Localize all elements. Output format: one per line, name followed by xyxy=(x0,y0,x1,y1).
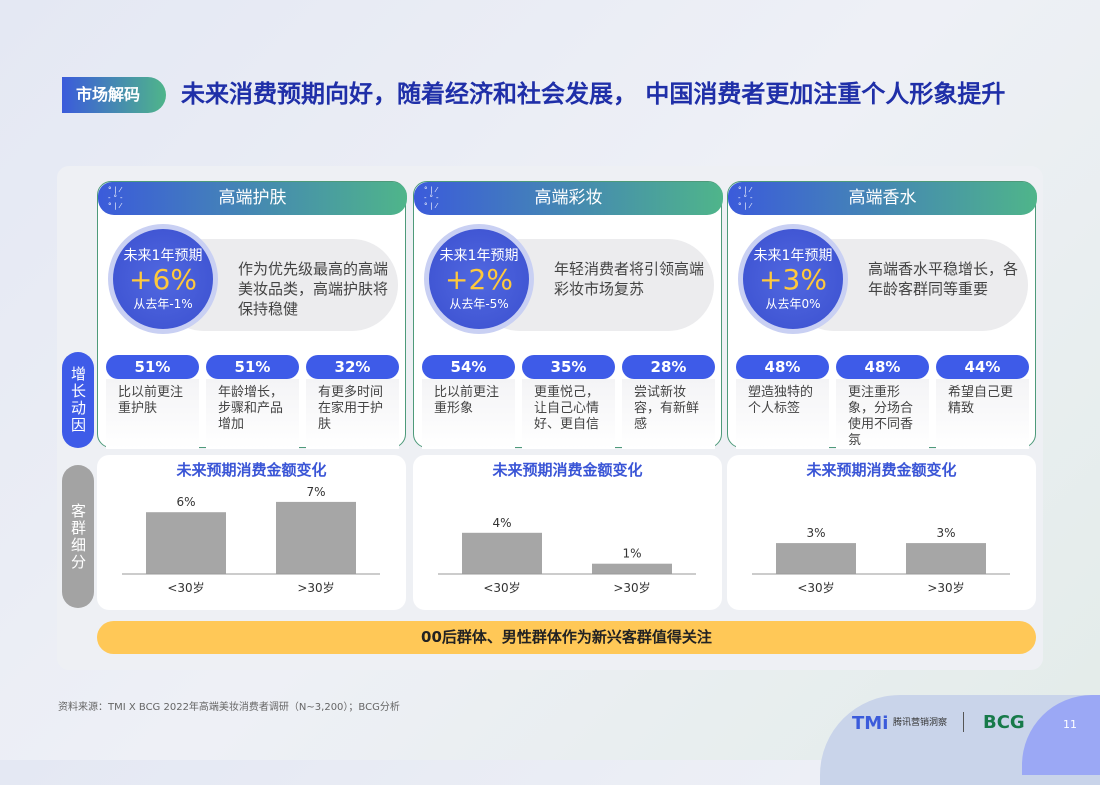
driver-text: 更注重形象，分场合使用不同香氛 xyxy=(836,379,929,449)
chart-title: 未来预期消费金额变化 xyxy=(492,461,643,479)
driver-percent: 32% xyxy=(306,355,399,379)
bar-value-label: 7% xyxy=(306,485,325,499)
forecast-label: 未来1年预期 xyxy=(439,248,519,264)
bar-value-label: 4% xyxy=(492,516,511,530)
bar xyxy=(146,512,226,574)
bcg-logo: BCG xyxy=(983,712,1025,733)
x-tick-label: <30岁 xyxy=(797,580,834,595)
category-header: °|⁄-°-°|⁄ 高端护肤 xyxy=(98,182,407,215)
bar-chart: 4% <30岁 1% >30岁 xyxy=(438,516,696,595)
bar-value-label: 1% xyxy=(622,547,641,561)
driver-text: 更重悦己，让自己心情好、更自信 xyxy=(522,379,615,449)
driver-item: 48% 塑造独特的个人标签 xyxy=(736,355,829,449)
driver-text: 比以前更注重护肤 xyxy=(106,379,199,449)
source-note: 资料来源：TMI X BCG 2022年高端美妆消费者调研（N~3,200）；B… xyxy=(58,702,400,713)
section-tag: 市场解码 xyxy=(62,77,166,113)
driver-percent: 48% xyxy=(836,355,929,379)
x-tick-label: >30岁 xyxy=(613,580,650,595)
forecast-label: 未来1年预期 xyxy=(123,248,203,264)
driver-percent: 51% xyxy=(106,355,199,379)
driver-text: 比以前更注重形象 xyxy=(422,379,515,449)
forecast-value: +3% xyxy=(759,263,827,296)
bar xyxy=(906,543,986,574)
driver-text: 尝试新妆容，有新鲜感 xyxy=(622,379,715,449)
drivers-label: 增长动因 xyxy=(62,352,94,448)
forecast-circle: 未来1年预期 +3% 从去年0% xyxy=(738,224,848,334)
bar-chart: 6% <30岁 7% >30岁 xyxy=(122,485,380,595)
driver-item: 28% 尝试新妆容，有新鲜感 xyxy=(622,355,715,449)
forecast-label: 未来1年预期 xyxy=(753,248,833,264)
forecast-circle: 未来1年预期 +6% 从去年-1% xyxy=(108,224,218,334)
driver-text: 塑造独特的个人标签 xyxy=(736,379,829,449)
bar-value-label: 6% xyxy=(176,495,195,509)
category-name: 高端香水 xyxy=(848,188,917,208)
tmi-logo: TMi xyxy=(852,713,889,734)
category-header: °|⁄-°-°|⁄ 高端彩妆 xyxy=(414,182,723,215)
tmi-logo-subtitle: 腾讯营销洞察 xyxy=(893,718,948,728)
spend-chart-card: 未来预期消费金额变化 6% <30岁 7% >30岁 xyxy=(97,455,406,610)
last-year-value: 从去年-1% xyxy=(133,297,193,311)
category-header: °|⁄-°-°|⁄ 高端香水 xyxy=(728,182,1037,215)
category-card: °|⁄-°-°|⁄ 高端香水 高端香水平稳增长，各年龄客群同等重要 未来1年预期 … xyxy=(727,181,1037,449)
driver-percent: 28% xyxy=(622,355,715,379)
grid-dots-icon: °|⁄-°-°|⁄ xyxy=(108,186,126,210)
forecast-value: +2% xyxy=(445,263,513,296)
bar xyxy=(776,543,856,574)
x-tick-label: <30岁 xyxy=(483,580,520,595)
driver-item: 32% 有更多时间在家用于护肤 xyxy=(306,355,399,449)
x-tick-label: >30岁 xyxy=(297,580,334,595)
driver-percent: 51% xyxy=(206,355,299,379)
driver-percent: 54% xyxy=(422,355,515,379)
chart-title: 未来预期消费金额变化 xyxy=(176,461,327,479)
category-name: 高端彩妆 xyxy=(534,188,603,208)
driver-percent: 35% xyxy=(522,355,615,379)
logo-divider xyxy=(963,712,964,732)
driver-item: 54% 比以前更注重形象 xyxy=(422,355,515,449)
driver-percent: 48% xyxy=(736,355,829,379)
driver-text: 年龄增长，步骤和产品增加 xyxy=(206,379,299,449)
driver-text: 希望自己更精致 xyxy=(936,379,1029,449)
grid-dots-icon: °|⁄-°-°|⁄ xyxy=(738,186,756,210)
spend-chart-card: 未来预期消费金额变化 4% <30岁 1% >30岁 xyxy=(413,455,722,610)
category-card: °|⁄-°-°|⁄ 高端彩妆 年轻消费者将引领高端彩妆市场复苏 未来1年预期 +2… xyxy=(413,181,723,449)
spend-chart-card: 未来预期消费金额变化 3% <30岁 3% >30岁 xyxy=(727,455,1036,610)
summary-text: 年轻消费者将引领高端彩妆市场复苏 xyxy=(554,260,705,298)
bar-value-label: 3% xyxy=(806,526,825,540)
category-name: 高端护肤 xyxy=(218,188,287,208)
x-tick-label: <30岁 xyxy=(167,580,204,595)
driver-item: 35% 更重悦己，让自己心情好、更自信 xyxy=(522,355,615,449)
bar xyxy=(462,532,542,574)
chart-title: 未来预期消费金额变化 xyxy=(806,461,957,479)
driver-item: 44% 希望自己更精致 xyxy=(936,355,1029,449)
page-title: 未来消费预期向好，随着经济和社会发展， 中国消费者更加注重个人形象提升 xyxy=(181,80,1006,108)
forecast-circle: 未来1年预期 +2% 从去年-5% xyxy=(424,224,534,334)
highlight-banner: 00后群体、男性群体作为新兴客群值得关注 xyxy=(97,621,1036,654)
x-tick-label: >30岁 xyxy=(927,580,964,595)
segments-label: 客群细分 xyxy=(62,465,94,608)
last-year-value: 从去年0% xyxy=(765,297,821,311)
driver-item: 51% 年龄增长，步骤和产品增加 xyxy=(206,355,299,449)
summary-text: 作为优先级最高的高端美妆品类，高端护肤将保持稳健 xyxy=(238,260,389,318)
driver-item: 48% 更注重形象，分场合使用不同香氛 xyxy=(836,355,929,449)
bar xyxy=(592,563,672,574)
bar-chart: 3% <30岁 3% >30岁 xyxy=(752,526,1010,595)
summary-text: 高端香水平稳增长，各年龄客群同等重要 xyxy=(868,260,1019,298)
category-card: °|⁄-°-°|⁄ 高端护肤 作为优先级最高的高端美妆品类，高端护肤将保持稳健 未… xyxy=(97,181,407,449)
driver-item: 51% 比以前更注重护肤 xyxy=(106,355,199,449)
driver-percent: 44% xyxy=(936,355,1029,379)
page-number: 11 xyxy=(1063,718,1077,731)
driver-text: 有更多时间在家用于护肤 xyxy=(306,379,399,449)
bar-value-label: 3% xyxy=(936,526,955,540)
forecast-value: +6% xyxy=(129,263,197,296)
grid-dots-icon: °|⁄-°-°|⁄ xyxy=(424,186,442,210)
last-year-value: 从去年-5% xyxy=(449,297,509,311)
bar xyxy=(276,501,356,574)
